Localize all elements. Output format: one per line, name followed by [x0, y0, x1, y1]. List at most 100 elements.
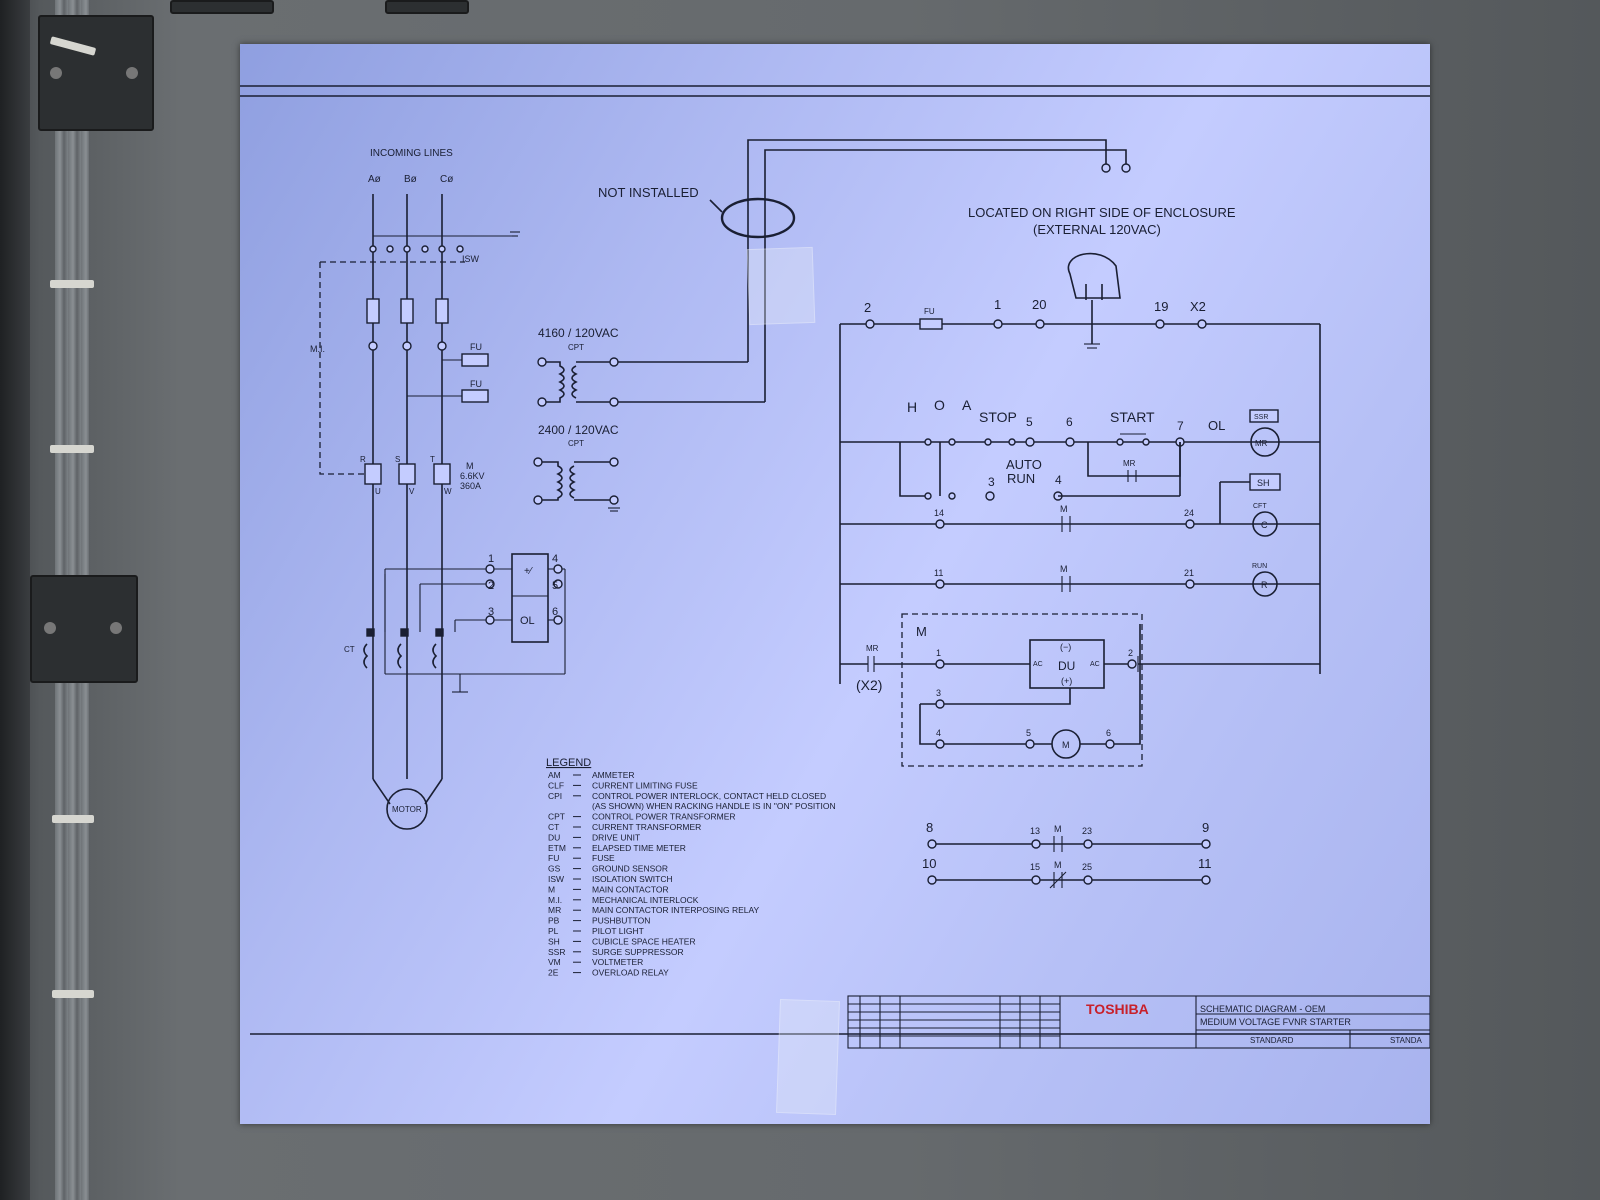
located-label-line1: LOCATED ON RIGHT SIDE OF ENCLOSURE [968, 205, 1236, 220]
legend-desc: SURGE SUPPRESSOR [592, 947, 684, 957]
run-label: RUN [1007, 471, 1035, 486]
du-plus: (+) [1061, 676, 1072, 686]
plug-icon [1067, 252, 1121, 349]
aux-contact-rows [927, 836, 1211, 889]
legend-desc: OVERLOAD RELAY [592, 968, 669, 978]
aux-25: 25 [1082, 862, 1092, 872]
aux-10: 10 [922, 856, 936, 871]
du-term-3: 3 [936, 688, 941, 698]
legend-desc: CUBICLE SPACE HEATER [592, 936, 696, 946]
aux-13: 13 [1030, 826, 1040, 836]
legend-abbr: SH [548, 936, 560, 946]
cpt2-label: CPT [568, 439, 584, 448]
rung-1-top [865, 318, 1207, 330]
phase-label-c: Cø [440, 174, 453, 185]
legend-desc: FUSE [592, 853, 615, 863]
isolation-switch [369, 231, 520, 253]
legend-abbr: M [548, 884, 555, 894]
cft-label: CFT [1253, 503, 1267, 510]
cable-tie [52, 990, 94, 998]
legend-desc: DRIVE UNIT [592, 832, 640, 842]
not-installed-label: NOT INSTALLED [598, 185, 699, 200]
du-term-2: 2 [1128, 648, 1133, 658]
mr-coil-label: MR [1255, 439, 1268, 448]
legend-abbr: ISW [548, 874, 564, 884]
contactor-amps: 360A [460, 481, 481, 491]
legend-desc: GROUND SENSOR [592, 864, 668, 874]
aux-11: 11 [1198, 856, 1212, 871]
legend-desc: MECHANICAL INTERLOCK [592, 895, 699, 905]
main-contactor-poles [364, 463, 451, 485]
mr-contact-label: MR [866, 644, 879, 653]
aux-8: 8 [926, 820, 933, 835]
mi-label: M.I. [310, 344, 325, 354]
rung4-11: 11 [934, 568, 943, 578]
m-box-label: M [916, 624, 927, 639]
contactor-kv: 6.6KV [460, 471, 485, 481]
ol-contact-symbol: +⁄ [524, 566, 533, 577]
x2-note: (X2) [856, 677, 882, 693]
current-transformers [363, 568, 565, 693]
hoa-a: A [962, 397, 972, 413]
du-motor-m: M [1062, 740, 1070, 750]
mr-seal-label: MR [1123, 459, 1136, 468]
mr-relay-coil [1249, 409, 1280, 457]
aux-m1: M [1054, 824, 1062, 834]
ol-term-2: 2 [488, 580, 494, 592]
legend-abbr: PL [548, 926, 559, 936]
ol-term-5: 5 [552, 580, 558, 592]
rung-num-4: 4 [1055, 473, 1062, 487]
legend-abbr: GS [548, 864, 561, 874]
schematic-drawing: .w{stroke:#1a1f33;stroke-width:1.6;fill:… [240, 85, 1430, 1049]
phase-w: W [444, 487, 452, 496]
legend-abbr: FU [548, 853, 559, 863]
legend-abbr: M.I. [548, 895, 562, 905]
cable-tie [50, 280, 94, 288]
start-label: START [1110, 409, 1155, 425]
phase-label-a: Aø [368, 174, 381, 185]
fu-label-2: FU [470, 379, 482, 389]
legend-desc: VOLTMETER [592, 957, 643, 967]
legend-title: LEGEND [546, 757, 591, 769]
legend-abbr: AM [548, 770, 561, 780]
power-phase-lines [372, 194, 443, 805]
pole-t: T [430, 455, 435, 464]
legend-desc: CURRENT LIMITING FUSE [592, 780, 698, 790]
ol-term-4: 4 [552, 553, 558, 565]
legend-abbr: CT [548, 822, 559, 832]
cpt1-label: CPT [568, 343, 584, 352]
cpt1-rating: 4160 / 120VAC [538, 326, 619, 340]
ol-contact-label: OL [1208, 418, 1225, 433]
fu-label-1: FU [470, 342, 482, 352]
phase-label-b: Bø [404, 174, 417, 185]
light-c: C [1261, 520, 1268, 530]
phase-fuses [366, 298, 449, 351]
legend-desc: AMMETER [592, 770, 635, 780]
rung-num-3: 3 [988, 475, 995, 489]
legend-desc: ISOLATION SWITCH [592, 874, 673, 884]
legend-desc: MAIN CONTACTOR [592, 884, 669, 894]
du-term-5: 5 [1026, 728, 1031, 738]
pole-r: R [360, 455, 366, 464]
aux-15: 15 [1030, 862, 1040, 872]
legend-desc: PILOT LIGHT [592, 926, 644, 936]
cable-bracket-top [38, 15, 154, 131]
control-ladder-rails [839, 323, 1321, 684]
rung-3 [840, 511, 1320, 537]
hoa-o: O [934, 397, 945, 413]
drive-unit-box [840, 613, 1320, 767]
legend-abbr: ETM [548, 843, 566, 853]
sh-label: SH [1257, 478, 1270, 488]
legend-abbr: CPI [548, 791, 562, 801]
motor [386, 788, 428, 830]
hoa-h: H [907, 399, 917, 415]
rung3-14: 14 [934, 508, 944, 518]
terminal-2: 2 [864, 300, 871, 315]
du-term-6: 6 [1106, 728, 1111, 738]
legend-desc: CONTROL POWER INTERLOCK, CONTACT HELD CL… [592, 791, 826, 801]
legend-desc: CONTROL POWER TRANSFORMER [592, 812, 736, 822]
legend-desc: (AS SHOWN) WHEN RACKING HANDLE IS IN "ON… [592, 801, 836, 811]
overload-relay [485, 553, 566, 674]
